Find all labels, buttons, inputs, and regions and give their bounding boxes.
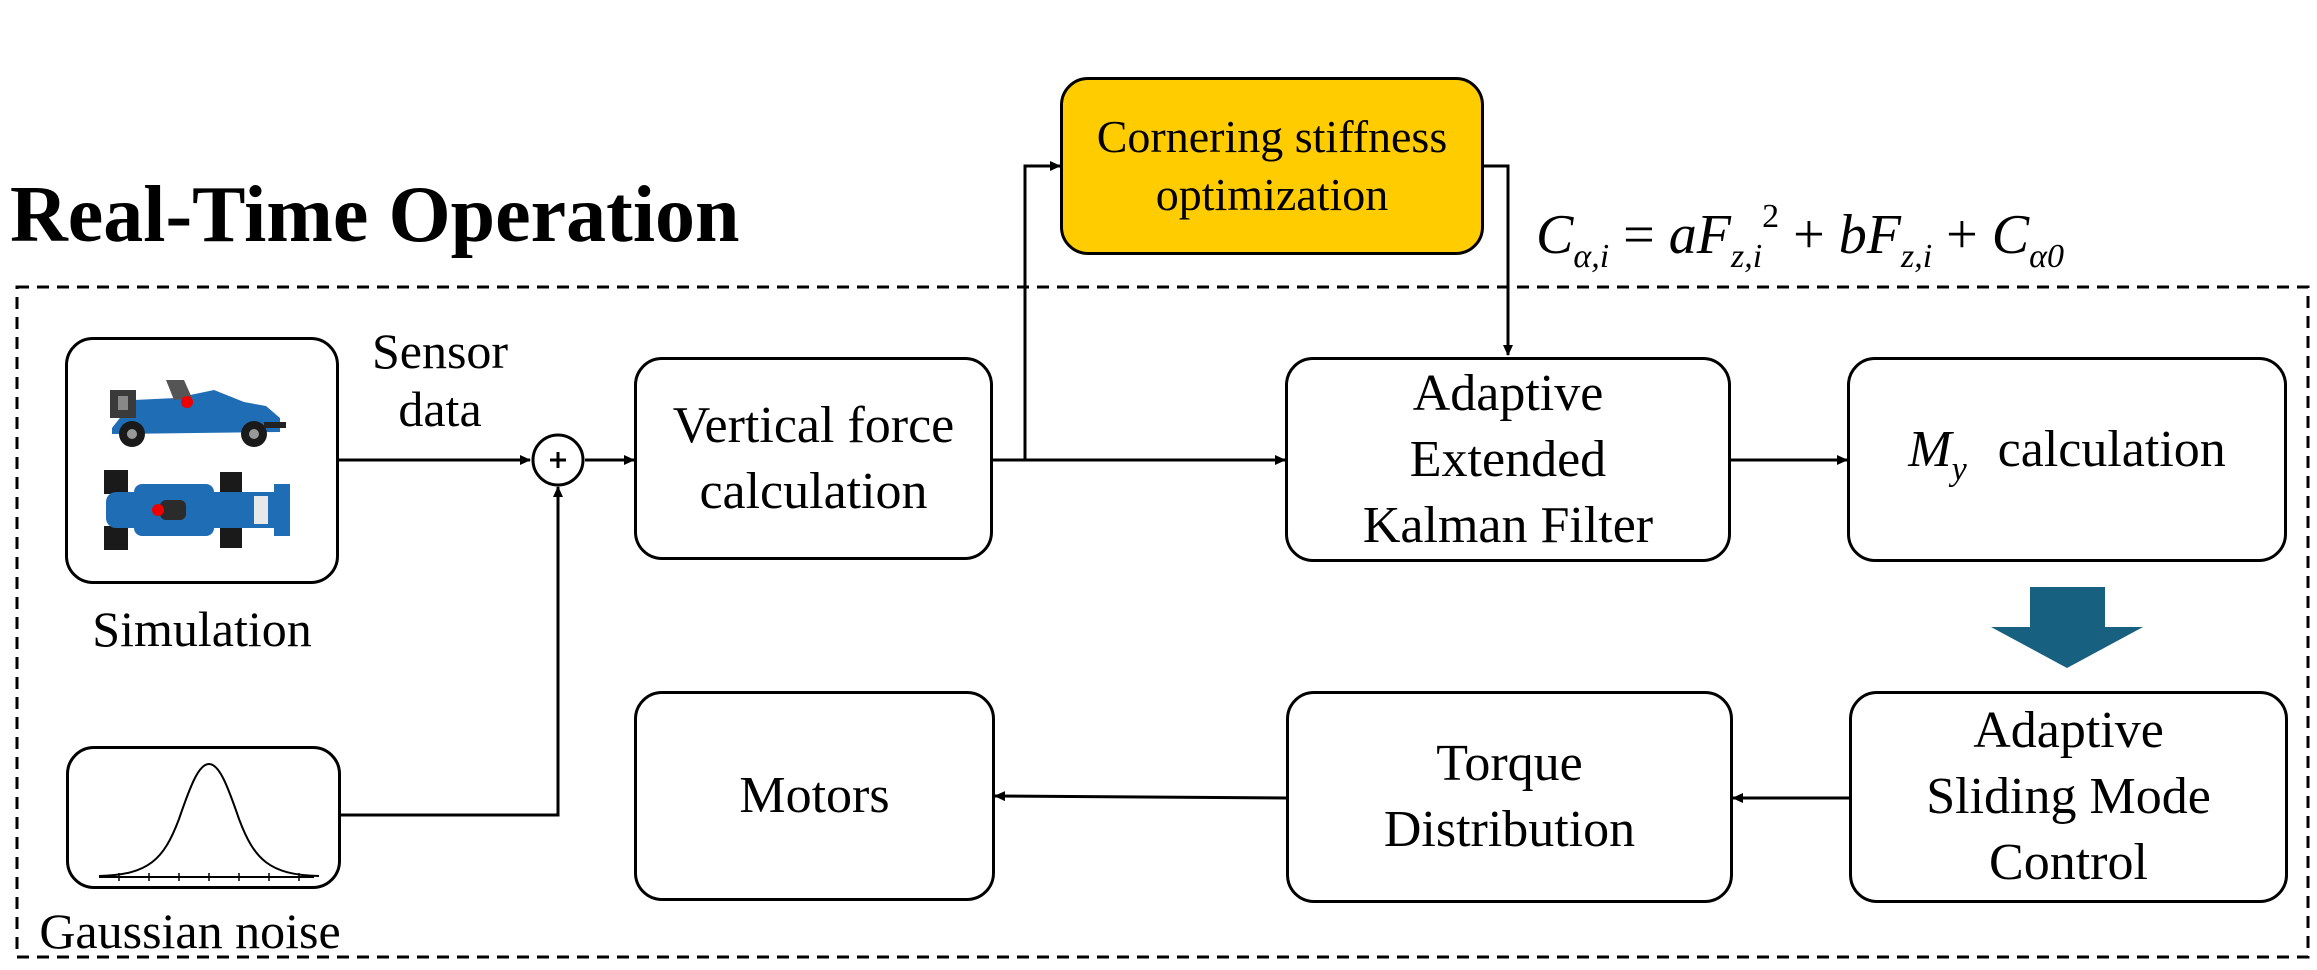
my-symbol: M [1908,420,1952,478]
eq-lhs-sub: α,i [1573,238,1610,275]
eq-plus2: + [1946,204,1978,266]
eq-lhs: C [1536,204,1574,266]
sensor-data-line2: data [398,381,482,437]
gaussian-noise-label: Gaussian noise [39,903,341,959]
aekf-line3: Kalman Filter [1362,496,1654,554]
eq-term2-sub: z,i [1900,238,1933,275]
sensor-data-line1: Sensor [371,323,509,379]
arrow-branch-to-cornering [1023,161,1061,460]
aekf-block: Adaptive Extended Kalman Filter [1285,357,1731,562]
arrow-torque-to-motors [994,791,1287,802]
cornering-stiffness-equation: Cα,i = aFz,i2 + bFz,i + Cα0 [1536,182,2064,292]
aekf-line2: Extended [1409,430,1607,488]
sensor-data-label: Sensor data [340,322,540,438]
asmc-block: Adaptive Sliding Mode Control [1849,691,2288,903]
cornering-stiffness-block: Cornering stiffness optimization [1060,77,1484,255]
eq-term1-sub: z,i [1730,238,1763,275]
gaussian-noise-panel [66,746,341,889]
torque-line1: Torque [1436,735,1583,792]
cornering-line2: optimization [1155,169,1389,220]
eq-plus1: + [1793,204,1825,266]
my-calculation-text: calculation [1997,420,2226,478]
eq-term1-sup: 2 [1762,198,1780,235]
realtime-frame [15,285,2310,959]
race-car-top-icon [104,470,290,550]
aekf-line1: Adaptive [1412,364,1604,422]
gaussian-curve-icon [98,762,320,881]
motors-label: Motors [739,767,890,824]
simulation-panel [65,337,339,584]
my-calculation-block: My calculation [1847,357,2287,562]
arrow-cornering-to-aekf [1484,164,1513,356]
eq-equals: = [1623,204,1655,266]
eq-term1: aF [1668,204,1731,266]
vertical-force-line1: Vertical force [672,396,955,454]
eq-term2: bF [1838,204,1901,266]
torque-line2: Distribution [1383,801,1636,858]
arrow-noise-to-sum [340,486,563,817]
eq-term3: C [1991,204,2030,266]
asmc-line2: Sliding Mode [1926,768,2211,825]
asmc-line3: Control [1989,834,2148,891]
eq-term3-sub: α0 [2029,238,2064,275]
vertical-force-block: Vertical force calculation [634,357,993,560]
my-symbol-sub: y [1951,450,1967,488]
motors-block: Motors [634,691,995,901]
vertical-force-line2: calculation [699,462,928,520]
race-car-side-icon [104,380,290,550]
torque-distribution-block: Torque Distribution [1286,691,1733,903]
asmc-line1: Adaptive [1973,702,2164,759]
simulation-label: Simulation [92,601,312,657]
down-arrow-icon [1991,587,2143,668]
cornering-line1: Cornering stiffness [1096,111,1448,162]
diagram-title: Real-Time Operation [10,171,740,259]
